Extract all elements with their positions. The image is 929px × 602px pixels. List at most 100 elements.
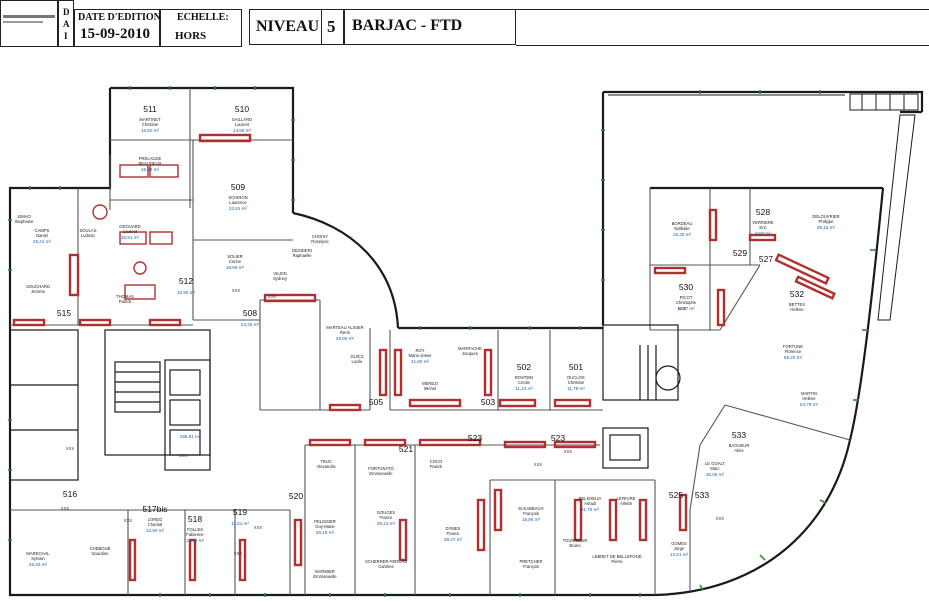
room-area: 15,84 m² [141,167,160,172]
room-number: 528 [756,207,770,217]
site-cell: BARJAC - FTD [344,9,516,45]
occupant-name: VILDIN [273,271,287,276]
occupant-name: FORTUNATO [368,466,394,471]
window-mullions [8,86,876,597]
doc-code-letter: D [63,7,70,17]
occupant-name: Arlette [620,501,633,506]
occupant-name: DUCLOS [567,375,585,380]
logo-mark-sub [3,21,43,23]
room-area: 11,79 m² [567,386,585,391]
room-area: 41,75 m² [581,507,600,512]
occupant-name: Caroline [378,564,394,569]
occupant-name: Daniel [36,233,48,238]
room-number: 529 [733,248,747,258]
room-number: 508 [243,308,257,318]
facade-glazing [608,93,919,321]
occupant-name: BORDEAU [672,221,693,226]
occupant-name: René [340,330,351,335]
header-rule-top [516,9,929,10]
occupant-name: SIMAO [17,214,31,219]
stair-flight-left [114,361,161,413]
title-block: D A I DATE D'EDITION: 15-09-2010 ECHELLE… [0,0,929,48]
room-number: 533 [732,430,746,440]
occupant-name: PICOT [680,295,693,300]
occupant-name: CHOISY [312,234,328,239]
room-number: 523 [551,433,565,443]
occupant-name: Alexandra [317,464,337,469]
occupant-name: Patrick [119,299,133,304]
occupant-name: Eric [759,225,766,230]
occupant-name: Roselyne [311,239,329,244]
occupant-name: COCO [430,459,443,464]
placeholder-mark: XXX [66,446,75,451]
occupant-name: France [446,531,460,536]
occupant-name: BEAUDEUX [138,161,161,166]
occupant-name: ROSTEIN [515,375,534,380]
room-area: 25,41 m² [33,239,52,244]
occupant-name: Laurent [123,229,138,234]
occupant-name: Marie-Josee [408,353,432,358]
room-number: 533 [695,490,709,500]
room-label: 527 [759,254,773,264]
occupant-name: DELOUVRIER [812,214,839,219]
room-area: 10,90 m² [177,290,196,295]
placeholder-mark: XXX [61,506,70,511]
occupant-name: MARTEAU ALISIER [326,325,363,330]
occupant-name: LOREO [148,517,163,522]
room-number: 512 [179,276,193,286]
level-value: 5 [327,17,336,36]
room-area: 23,25 m² [241,322,260,327]
room-label: 512 10,90 m² [177,276,196,295]
occupant-name: DYMES [446,526,461,531]
room-number: 505 [369,397,383,407]
occupant-name: ROY [415,348,424,353]
header-rule-bottom [516,45,929,46]
room-area: 21,80 m² [411,359,430,364]
lift-shafts [164,359,211,471]
occupant-name: Christine [142,122,159,127]
edition-date-label: DATE D'EDITION: [78,12,165,23]
room-label: 520 [289,491,303,501]
placeholder-mark: XXX [234,551,243,556]
occupant-name: BETTEX [789,302,805,307]
room-area: 30,16 m² [316,530,335,535]
logo-mark [3,15,55,18]
occupant-name: Laurent [235,122,250,127]
room-area: 18,99 m² [226,265,245,270]
room-area: 12,51 m² [670,552,689,557]
occupant-name: Fabienne [186,532,204,537]
occupant-name: PRELAUDE [139,156,162,161]
occupant-name: Jacques [462,351,478,356]
occupant-name: Lucile [352,359,364,364]
occupant-name: GOUGES [377,510,396,515]
room-label: 521 [399,444,413,454]
room-number: 501 [569,362,583,372]
room-number: 511 [143,104,157,114]
room-number: 523 [468,433,482,443]
occupant-name: MARTINET [139,117,161,122]
room-label: 508 23,25 m² [241,308,260,327]
room-number: 521 [399,444,413,454]
occupant-name: France [379,515,393,520]
occupant-name: Jerome [31,289,46,294]
occupant-name: Chantal [148,522,163,527]
lift-right [602,427,649,469]
